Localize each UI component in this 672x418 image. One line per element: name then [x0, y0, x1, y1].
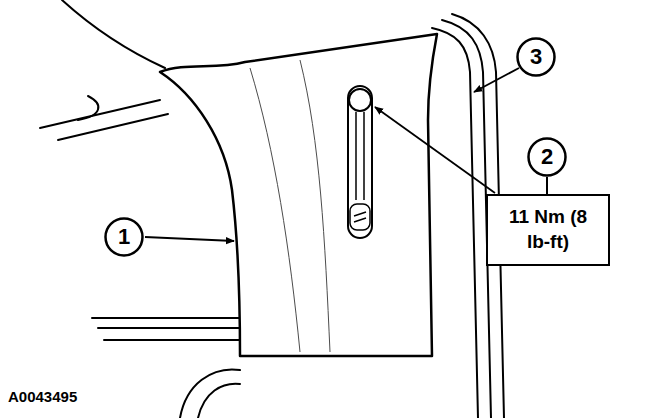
belt-anchor-slot: [354, 212, 366, 222]
bolt: [349, 89, 371, 111]
panel-contour: [250, 68, 300, 352]
floor-line: [92, 317, 240, 319]
floor-curve: [180, 369, 240, 418]
floor-line: [104, 339, 240, 341]
callout-number: 2: [541, 146, 553, 168]
panel-contour: [300, 60, 330, 352]
callout-circle: 3: [516, 37, 556, 77]
belt-anchor: [350, 204, 370, 230]
floor-line: [98, 327, 240, 329]
headliner-line: [40, 100, 160, 128]
callout-circle-shape: [529, 139, 566, 176]
callout-circle-shape: [518, 39, 555, 76]
belt-slot: [348, 86, 372, 238]
leader-line: [145, 237, 234, 241]
floor-curve: [198, 384, 240, 418]
leader-line: [375, 107, 495, 193]
callout-number: 1: [118, 226, 130, 248]
belt-webbing: [363, 112, 365, 200]
callout-circle: 2: [527, 137, 567, 177]
headliner-edge: [62, 0, 165, 68]
belt-webbing: [355, 112, 357, 200]
leader-line: [474, 68, 519, 92]
door-seal: [432, 28, 478, 418]
headliner-line: [58, 114, 168, 140]
figure-id: A0043495: [8, 388, 77, 405]
door-seal: [442, 20, 491, 418]
torque-spec: 11 Nm (8 lb-ft): [498, 205, 598, 254]
callout-circle: 1: [104, 217, 144, 257]
callout-number: 3: [530, 46, 542, 68]
grab-handle: [78, 96, 98, 120]
callout-circle-shape: [106, 219, 143, 256]
torque-box: 11 Nm (8 lb-ft): [486, 194, 610, 266]
callout-connector: [546, 177, 548, 194]
pillar-trim-panel: [160, 34, 437, 356]
